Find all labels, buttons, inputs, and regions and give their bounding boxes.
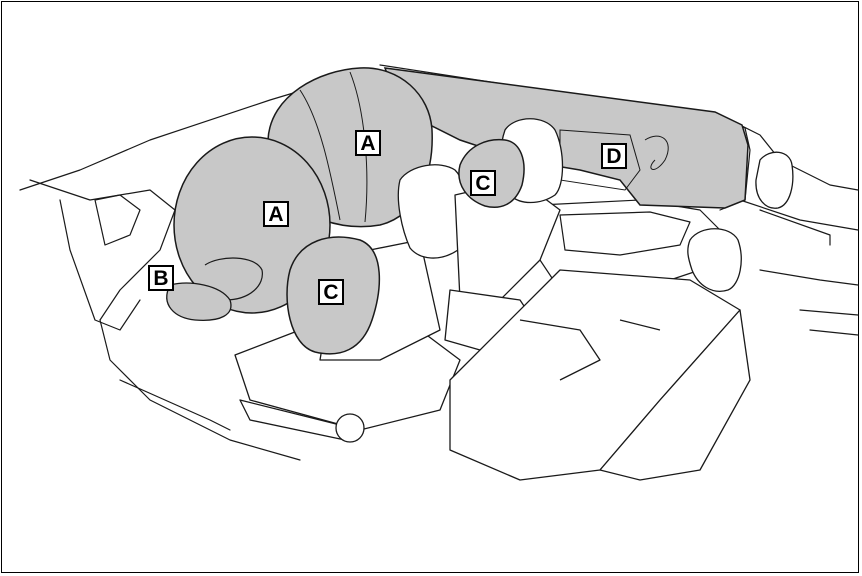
callout-a-driver-airbag: A bbox=[263, 201, 289, 227]
floor-edge bbox=[120, 380, 230, 430]
right-rear-panel bbox=[740, 200, 858, 230]
seat-recline-knob bbox=[336, 414, 364, 442]
callout-c-rear-side-airbag: C bbox=[470, 170, 496, 196]
callout-d-curtain-airbag: D bbox=[601, 143, 627, 169]
rear-belt bbox=[760, 210, 830, 245]
rear-headrest-right bbox=[756, 152, 793, 208]
mirror-left bbox=[95, 195, 140, 245]
rear-door-trim bbox=[560, 212, 690, 255]
door-left bbox=[60, 200, 140, 330]
right-rear-panel-2 bbox=[760, 270, 858, 285]
rear-headrest-left bbox=[688, 229, 741, 292]
rear-bumper-lines bbox=[800, 310, 858, 335]
callout-b-knee-airbag: B bbox=[148, 265, 174, 291]
dashboard-left bbox=[30, 180, 175, 320]
callout-c-front-side-airbag: C bbox=[318, 279, 344, 305]
callout-a-passenger-airbag: A bbox=[355, 130, 381, 156]
